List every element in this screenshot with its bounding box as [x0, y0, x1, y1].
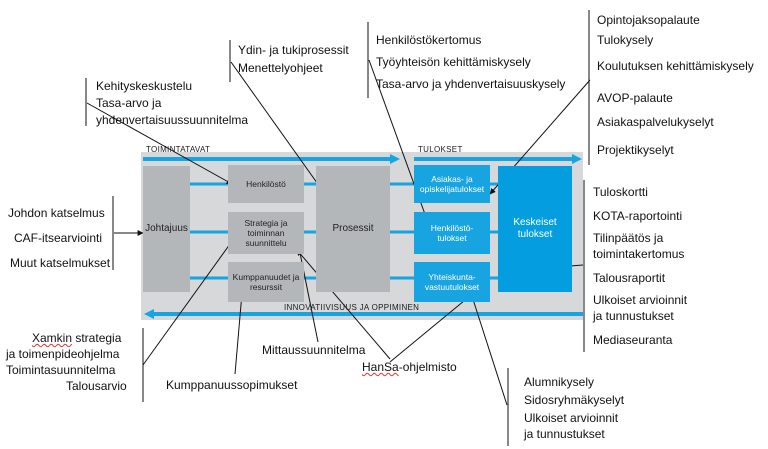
keskeiset-tulokset-box: Keskeiset tulokset — [498, 166, 572, 292]
menettelyohjeet-label: Menettelyohjeet — [238, 61, 323, 75]
mediaseuranta-label: Mediaseuranta — [593, 333, 673, 347]
tuloskortti-label: Tuloskortti — [593, 185, 648, 199]
prosessit-box: Prosessit — [316, 166, 390, 292]
toimintatavat-label: TOIMINTATAVAT — [146, 145, 211, 154]
sidosryhma-label: Sidosryhmäkyselyt — [524, 393, 625, 407]
ulkoiset-arvioinnit-2-label: Ulkoiset arvioinnit — [524, 411, 619, 425]
koulutuksen-label: Koulutuksen kehittämiskysely — [597, 59, 754, 73]
hansa-label: HanSa-ohjelmisto — [362, 359, 457, 376]
ulkoiset-arvioinnit-label: Ulkoiset arvioinnit — [593, 293, 688, 307]
kota-label: KOTA-raportointi — [593, 209, 683, 223]
kumppanuudet-box: Kumppanuudet ja resurssit — [228, 262, 304, 302]
toimenpideohjelma-label: ja toimenpideohjelma — [6, 347, 120, 361]
toimintasuunnitelma-label: Toimintasuunnitelma — [6, 363, 116, 377]
henkilostokertomus-label: Henkilöstökertomus — [376, 33, 482, 47]
projektikyselyt-label: Projektikyselyt — [597, 143, 674, 157]
internal-connectors — [190, 182, 498, 280]
yhdenvertaisuus-label: yhdenvertaisuussuunnitelma — [96, 113, 249, 127]
tunnustukset-2-label: ja tunnustukset — [524, 427, 605, 441]
caf-label: CAF-itsearviointi — [14, 231, 103, 245]
asiakaspalvelu-label: Asiakaspalvelukyselyt — [597, 115, 714, 129]
xamk-strategia-label: Xamkin strategia — [32, 330, 121, 347]
henkilosto-box: Henkilöstö — [228, 165, 304, 203]
henkilosto-tulokset-box: Henkilöstö-tulokset — [414, 212, 490, 254]
hansa-word: HanSa — [362, 360, 399, 374]
kumppanuussopimukset-label: Kumppanuussopimukset — [166, 378, 298, 392]
callout-brackets — [85, 10, 590, 446]
tasa-arvokysely-label: Tasa-arvo ja yhdenvertaisuuskysely — [376, 77, 566, 91]
kehityskeskustelu-label: Kehityskeskustelu — [96, 79, 193, 93]
asiakas-tulokset-box: Asiakas- ja opiskelijatulokset — [414, 165, 490, 203]
toimintakertomus-label: toimintakertomus — [593, 247, 685, 261]
johtajuus-box: Johtajuus — [143, 166, 190, 292]
alumnikysely-label: Alumnikysely — [524, 375, 595, 389]
yhteiskunta-tulokset-box: Yhteiskunta-vastuutulokset — [414, 262, 490, 302]
pointer-arrows — [86, 59, 591, 406]
tulokysely-label: Tulokysely — [597, 33, 654, 47]
xamk-word: Xamkin — [32, 331, 73, 345]
hansa-rest: -ohjelmisto — [398, 360, 457, 374]
tulokset-label: TULOKSET — [418, 145, 463, 154]
tilinpaatos-label: Tilinpäätös ja — [593, 231, 664, 245]
ydinprosessit-label: Ydin- ja tukiprosessit — [238, 43, 349, 57]
talousarvio-label: Talousarvio — [66, 379, 127, 393]
talousraportit-label: Talousraportit — [593, 271, 666, 285]
johdon-katselmus-label: Johdon katselmus — [8, 206, 105, 220]
strategia-box: Strategia ja toiminnan suunnittelu — [228, 212, 304, 254]
mittaussuunnitelma-label: Mittaussuunnitelma — [262, 343, 366, 357]
innovatiivisuus-label: INNOVATIIVISUUS JA OPPIMINEN — [284, 303, 420, 312]
opintojaksopalaute-label: Opintojaksopalaute — [597, 13, 700, 27]
tyoyhteiso-label: Työyhteisön kehittämiskysely — [376, 55, 531, 69]
tasa-arvo-label: Tasa-arvo ja — [96, 96, 162, 110]
avop-label: AVOP-palaute — [597, 91, 673, 105]
muut-katselmukset-label: Muut katselmukset — [10, 256, 111, 270]
tunnustukset-label: ja tunnustukset — [593, 309, 674, 323]
xamk-strategia-rest: strategia — [72, 331, 122, 345]
